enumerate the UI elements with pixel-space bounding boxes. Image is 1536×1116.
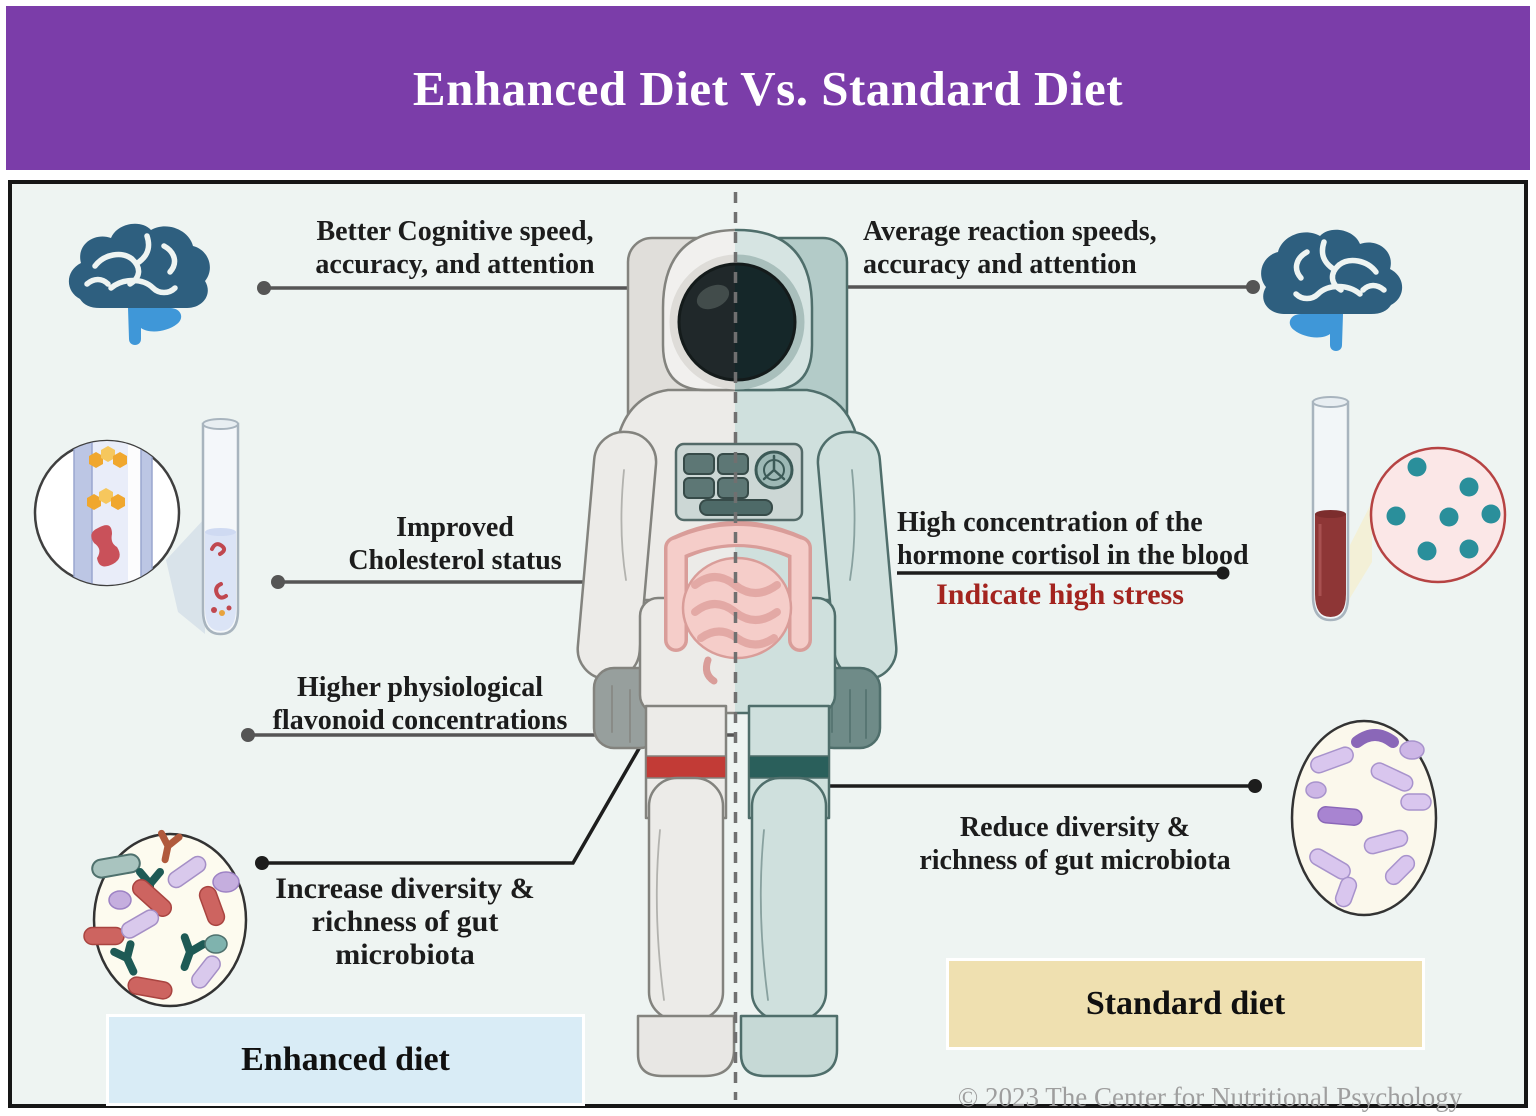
annotation-cholesterol: Improved Cholesterol status — [348, 512, 562, 576]
standard-diet-label: Standard diet — [949, 961, 1422, 1047]
copyright-text: © 2023 The Center for Nutritional Psycho… — [957, 1082, 1463, 1112]
annotation-cortisol: High concentration of the hormone cortis… — [897, 507, 1249, 571]
annotation-stress-note: Indicate high stress — [936, 578, 1184, 611]
annotation-cognition-right: Average reaction speeds, accuracy and at… — [863, 216, 1157, 280]
annotation-microbiota-left: Increase diversity & richness of gut mic… — [275, 872, 535, 971]
annotation-microbiota-right: Reduce diversity & richness of gut micro… — [919, 812, 1231, 876]
enhanced-diet-label: Enhanced diet — [109, 1017, 582, 1103]
annotation-cognition-left: Better Cognitive speed, accuracy, and at… — [315, 216, 595, 280]
header-banner: Enhanced Diet Vs. Standard Diet — [6, 6, 1530, 170]
annotation-flavonoid: Higher physiological flavonoid concentra… — [272, 672, 568, 736]
page-title: Enhanced Diet Vs. Standard Diet — [412, 60, 1124, 116]
